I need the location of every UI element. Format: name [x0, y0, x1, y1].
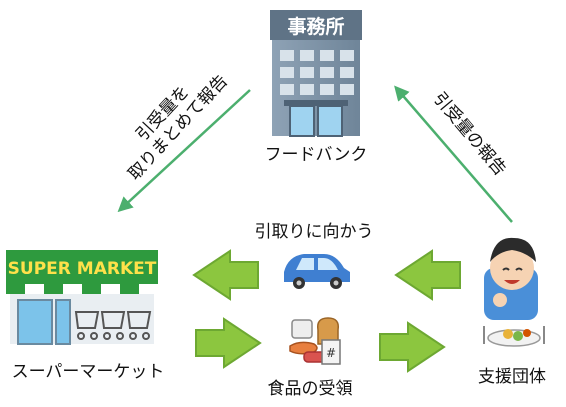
foodbank-sign: 事務所 [287, 15, 344, 38]
food-items-icon: # [289, 317, 341, 365]
support-person-icon [483, 237, 545, 347]
car-icon [284, 254, 350, 289]
flow-arrow-car-to-market [192, 249, 259, 301]
flow-arrow-food-to-support [379, 321, 446, 373]
supermarket-label: スーパーマーケット [12, 362, 165, 382]
support-label: 支援団体 [478, 367, 546, 387]
pickup-label: 引取りに向かう [255, 222, 374, 242]
supermarket-icon: SUPER MARKET [6, 250, 158, 345]
foodbank-building-icon: 事務所 [270, 10, 362, 137]
flow-arrow-market-to-food [195, 317, 262, 369]
report-arrow-to-market [117, 89, 251, 213]
food-label: 食品の受領 [268, 379, 353, 399]
svg-text:#: # [326, 346, 336, 360]
report-arrow-to-bank [394, 85, 513, 223]
flow-arrow-support-to-car [394, 249, 461, 301]
supermarket-sign: SUPER MARKET [8, 259, 157, 279]
foodbank-label: フードバンク [265, 145, 368, 165]
